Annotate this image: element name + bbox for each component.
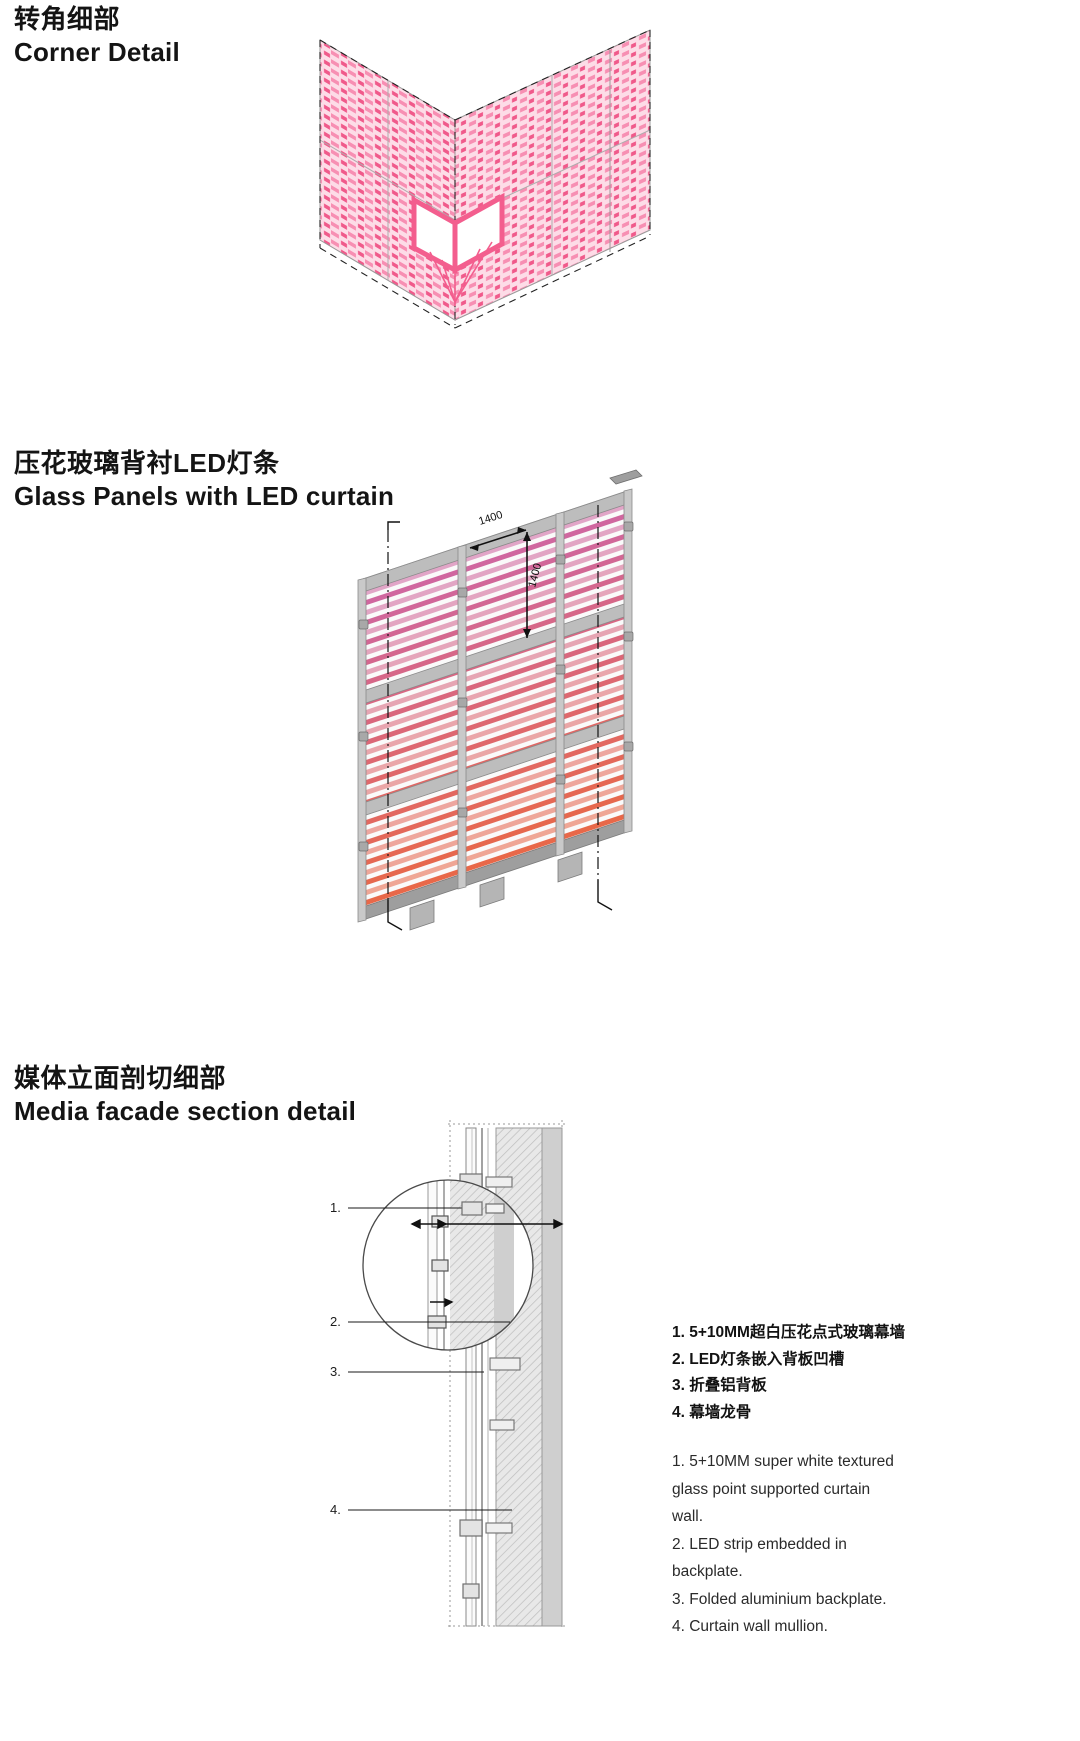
callout-number-2: 2.	[330, 1314, 341, 1329]
heading-section-en: Media facade section detail	[14, 1095, 357, 1126]
legend-english: 1. 5+10MM super white textured glass poi…	[672, 1448, 972, 1641]
callout-number-3: 3.	[330, 1364, 341, 1379]
right-wall-panel	[455, 30, 650, 320]
corner-detail-svg	[318, 29, 652, 329]
concrete-edge	[541, 1127, 563, 1627]
legend-cn-item-4: 4. 幕墙龙骨	[672, 1403, 752, 1421]
media-facade-section-diagram	[300, 1120, 720, 1640]
section-reference-lines	[387, 505, 599, 900]
dimension-label-horizontal: 1400	[477, 509, 504, 528]
legend-en-line-7: 4. Curtain wall mullion.	[672, 1618, 828, 1636]
legend-en-line-3: wall.	[672, 1508, 704, 1526]
heading-glass-cn: 压花玻璃背衬LED灯条	[14, 448, 280, 478]
legend-en-line-1: 1. 5+10MM super white textured	[672, 1453, 894, 1470]
section-heading-corner: 转角细部 Corner Detail	[14, 4, 180, 67]
heading-section-cn: 媒体立面剖切细部	[14, 1063, 227, 1093]
legend-cn-item-3: 3. 折叠铝背板	[672, 1377, 767, 1395]
glass-curtain-wall	[465, 1127, 477, 1627]
base-feet	[409, 851, 583, 931]
legend-cn-item-2: 2. LED灯条嵌入背板凹槽	[672, 1350, 845, 1368]
heading-glass-en: Glass Panels with LED curtain	[14, 480, 395, 511]
internal-dimension-arrows	[410, 1218, 564, 1308]
legend-chinese: 1. 5+10MM超白压花点式玻璃幕墙 2. LED灯条嵌入背板凹槽 3. 折叠…	[672, 1320, 972, 1427]
point-fixings	[358, 521, 634, 852]
section-heading-media-facade: 媒体立面剖切细部 Media facade section detail	[14, 1063, 356, 1126]
head-cap	[609, 469, 643, 485]
corner-bracket-lines	[429, 241, 493, 306]
heading-corner-en: Corner Detail	[14, 36, 180, 67]
legend-cn-item-1: 1. 5+10MM超白压花点式玻璃幕墙	[672, 1324, 905, 1341]
legend-en-line-5: backplate.	[672, 1563, 743, 1581]
callout-number-4: 4.	[330, 1502, 341, 1517]
section-detail-svg	[348, 1120, 568, 1630]
top-fixing	[461, 1201, 505, 1216]
glass-wall-face	[359, 489, 631, 921]
glass-panel-svg: 1400 1400	[357, 469, 643, 931]
section-arrow-tails	[387, 521, 613, 931]
heading-corner-cn: 转角细部	[14, 4, 121, 34]
corner-detail-diagram	[280, 20, 700, 420]
left-wall-panel	[320, 40, 455, 320]
corner-opening-frame	[411, 192, 505, 275]
bracket-fixings	[485, 1176, 521, 1534]
callout-number-1: 1.	[330, 1200, 341, 1215]
legend-en-line-6: 3. Folded aluminium backplate.	[672, 1590, 887, 1608]
glass-panel-led-diagram: 1400 1400	[330, 469, 690, 940]
legend-en-line-4: 2. LED strip embedded in	[672, 1535, 847, 1553]
section-heading-glass: 压花玻璃背衬LED灯条 Glass Panels with LED curtai…	[14, 448, 394, 511]
legend-en-line-2: glass point supported curtain	[672, 1480, 871, 1498]
